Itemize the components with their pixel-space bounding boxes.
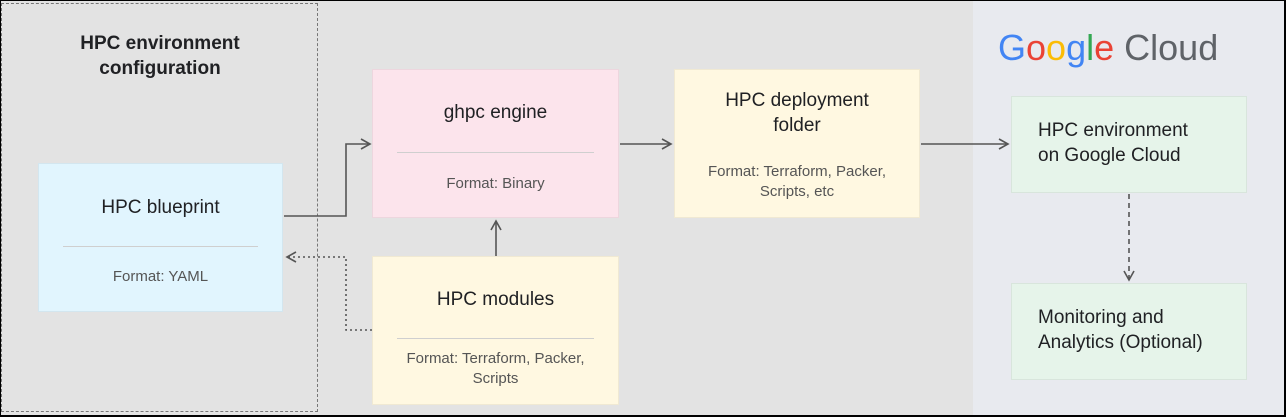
node-divider [63,246,258,247]
node-divider [397,152,594,153]
node-format: Format: Binary [446,175,545,192]
node-title: HPC modules [436,289,555,310]
node-title: Monitoring and Analytics (Optional) [1038,307,1203,353]
hpc-deployment-folder-node: HPC deployment folder Format: Terraform,… [674,69,920,218]
logo-letter: g [1066,27,1087,68]
node-title: HPC deployment folder [725,90,869,136]
connector-blueprint-to-engine [284,138,372,217]
monitoring-analytics-node: Monitoring and Analytics (Optional) [1011,283,1247,380]
connector-modules-to-blueprint [285,251,372,331]
config-boundary [1,3,318,412]
logo-letter: o [1046,27,1067,68]
logo-letter: G [998,27,1027,68]
node-divider [397,338,594,339]
config-title: HPC environment configuration [80,33,240,79]
hpc-environment-node: HPC environment on Google Cloud [1011,96,1247,193]
node-format: Format: YAML [112,268,209,285]
google-cloud-logo: Google Cloud [998,26,1218,70]
node-title: ghpc engine [443,102,548,123]
logo-letter: e [1094,27,1115,68]
node-format: Format: Terraform, Packer, Scripts, etc [707,163,887,200]
node-title: HPC environment on Google Cloud [1038,120,1188,166]
logo-letter: l [1086,27,1095,68]
node-title: HPC blueprint [101,197,220,218]
logo-product: Cloud [1124,27,1219,68]
ghpc-engine-node: ghpc engine Format: Binary [372,69,619,218]
node-format: Format: Terraform, Packer, Scripts [406,350,585,387]
logo-letter: o [1026,27,1047,68]
hpc-modules-node: HPC modules Format: Terraform, Packer, S… [372,256,619,405]
hpc-blueprint-node: HPC blueprint Format: YAML [38,163,283,312]
